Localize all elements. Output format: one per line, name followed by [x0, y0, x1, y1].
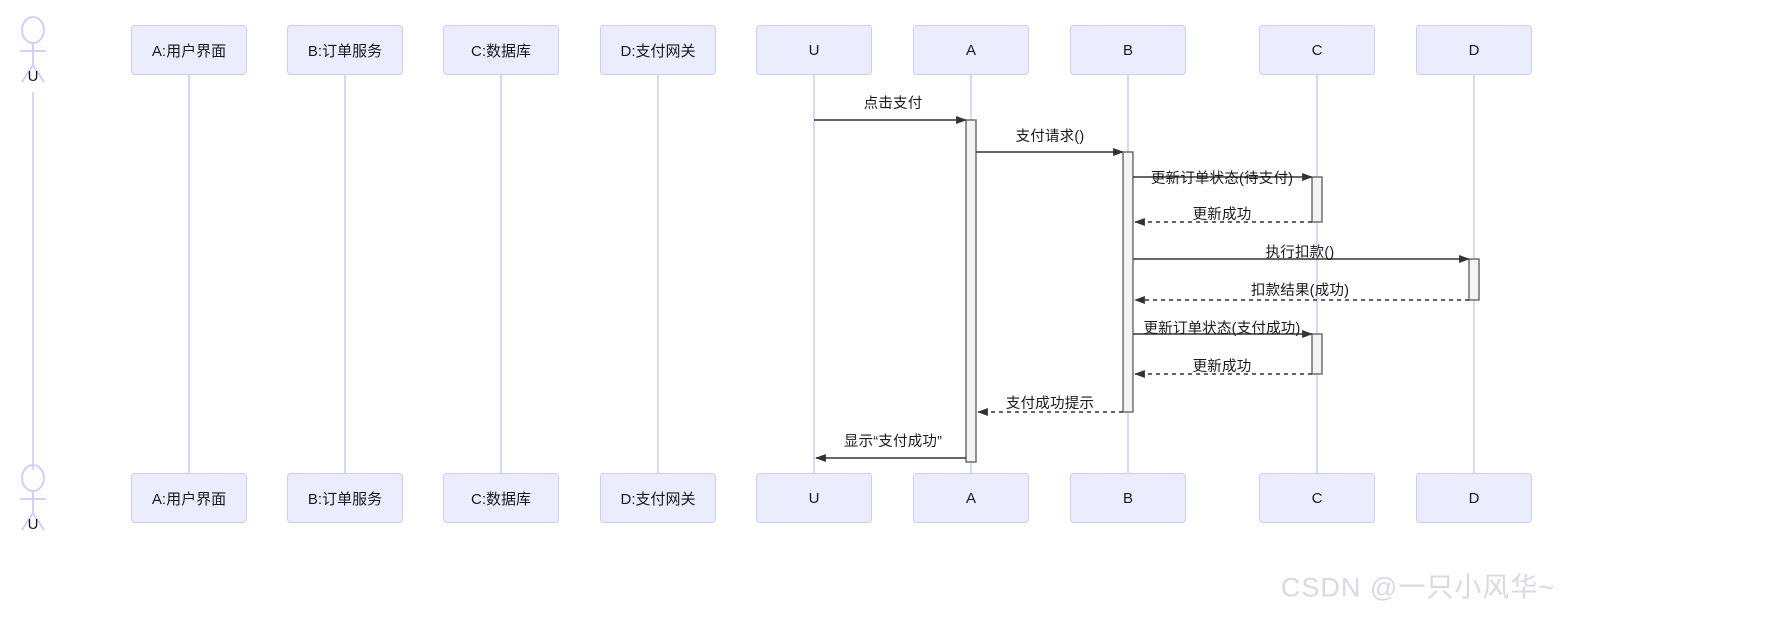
participant-label: C	[1311, 41, 1323, 59]
actor-figure-top-leg-left	[21, 64, 34, 83]
participant-label: B:订单服务	[307, 42, 383, 60]
participant-label: U	[808, 41, 820, 59]
actor-figure-bottom	[20, 464, 46, 531]
activation-act-b	[1122, 151, 1134, 413]
lifelines-group	[32, 75, 1475, 473]
participant-label: C	[1311, 489, 1323, 507]
message-label-2: 支付请求()	[1015, 129, 1085, 145]
participant-footer-p2[interactable]: B:订单服务	[287, 473, 403, 523]
participant-label: D	[1468, 41, 1480, 59]
message-label-10: 显示“支付成功”	[843, 434, 943, 450]
participant-header-p2[interactable]: B:订单服务	[287, 25, 403, 75]
message-label-3: 更新订单状态(待支付)	[1150, 171, 1294, 187]
message-label-7: 更新订单状态(支付成功)	[1143, 321, 1301, 337]
actor-figure-bottom-leg-left	[21, 512, 34, 531]
actor-figures-group	[20, 16, 46, 531]
participant-label: B:订单服务	[307, 490, 383, 508]
participant-label: A	[965, 489, 976, 507]
participant-footer-p5[interactable]: U	[756, 473, 872, 523]
actor-top-label: U	[27, 68, 39, 85]
participant-footer-p8[interactable]: C	[1259, 473, 1375, 523]
participant-label: D:支付网关	[620, 42, 696, 60]
participant-header-p6[interactable]: A	[913, 25, 1029, 75]
participant-footer-p4[interactable]: D:支付网关	[600, 473, 716, 523]
activation-act-c2	[1311, 333, 1323, 375]
participant-footer-p7[interactable]: B	[1070, 473, 1186, 523]
participant-label: A	[965, 41, 976, 59]
actor-figure-top-head	[21, 16, 45, 44]
participant-label: D:支付网关	[620, 490, 696, 508]
participant-header-p5[interactable]: U	[756, 25, 872, 75]
activations-group	[965, 119, 1480, 463]
participant-footer-p3[interactable]: C:数据库	[443, 473, 559, 523]
participant-label: A:用户界面	[151, 42, 227, 60]
participant-label: A:用户界面	[151, 490, 227, 508]
message-label-8: 更新成功	[1192, 359, 1252, 375]
participant-header-p3[interactable]: C:数据库	[443, 25, 559, 75]
participant-label: B	[1122, 489, 1133, 507]
participant-header-p9[interactable]: D	[1416, 25, 1532, 75]
participant-header-p7[interactable]: B	[1070, 25, 1186, 75]
message-label-6: 扣款结果(成功)	[1250, 283, 1350, 299]
actor-bottom-label: U	[27, 516, 39, 533]
activation-act-c1	[1311, 176, 1323, 223]
actor-figure-top-leg-right	[32, 64, 45, 83]
participant-label: U	[808, 489, 820, 507]
participant-header-p1[interactable]: A:用户界面	[131, 25, 247, 75]
actor-figure-bottom-leg-right	[32, 512, 45, 531]
participant-footer-p9[interactable]: D	[1416, 473, 1532, 523]
participant-label: C:数据库	[470, 42, 531, 60]
csdn-watermark: CSDN @一只小风华~	[1280, 572, 1556, 603]
participant-header-p8[interactable]: C	[1259, 25, 1375, 75]
participant-label: B	[1122, 41, 1133, 59]
participant-footer-p6[interactable]: A	[913, 473, 1029, 523]
participant-label: C:数据库	[470, 490, 531, 508]
message-label-4: 更新成功	[1192, 207, 1252, 223]
actor-figure-top	[20, 16, 46, 83]
message-arrows-group	[814, 116, 1470, 462]
message-label-5: 执行扣款()	[1265, 245, 1335, 261]
activation-act-d	[1468, 258, 1480, 301]
participant-footer-p1[interactable]: A:用户界面	[131, 473, 247, 523]
message-label-9: 支付成功提示	[1005, 396, 1095, 412]
message-label-1: 点击支付	[863, 96, 923, 112]
participant-label: D	[1468, 489, 1480, 507]
participant-header-p4[interactable]: D:支付网关	[600, 25, 716, 75]
activation-act-a	[965, 119, 977, 463]
